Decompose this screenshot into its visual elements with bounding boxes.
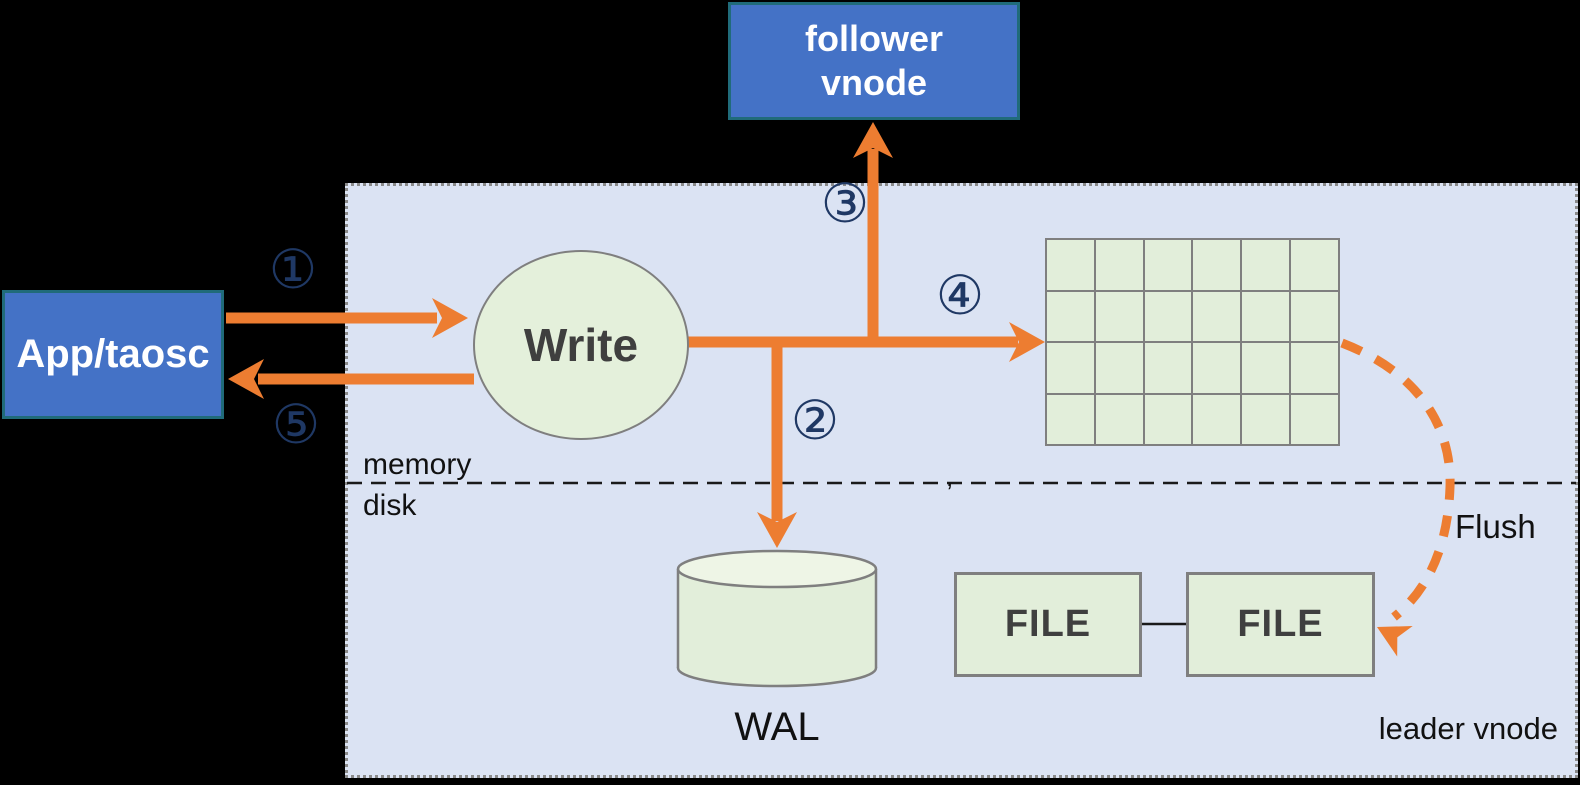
file-box-left: FILE — [954, 572, 1142, 677]
memtable-cell — [1193, 343, 1241, 393]
memtable-cell — [1291, 291, 1338, 341]
memtable-cell — [1047, 343, 1094, 393]
write-process-circle: Write — [473, 250, 689, 440]
memtable-cell — [1095, 240, 1143, 290]
memtable-cell — [1095, 343, 1143, 393]
memtable-cell — [1144, 291, 1192, 341]
follower-vnode-label-line1: follower — [804, 18, 943, 59]
memtable-cell — [1242, 394, 1290, 444]
memtable-cell — [1144, 394, 1192, 444]
memtable-cell — [1144, 343, 1192, 393]
leader-vnode-label: leader vnode — [1378, 711, 1558, 746]
memtable-cell — [1242, 291, 1290, 341]
memtable-cell — [1242, 343, 1290, 393]
memtable-cell — [1291, 343, 1338, 393]
memtable-cell — [1193, 240, 1241, 290]
file-box-right: FILE — [1186, 572, 1375, 677]
file-box-left-label: FILE — [1004, 603, 1092, 645]
follower-vnode-label-line2: vnode — [820, 62, 927, 103]
step-4-badge: ④ — [935, 264, 985, 327]
step-3-badge: ③ — [820, 172, 870, 235]
memtable-cell — [1291, 394, 1338, 444]
memtable-cell — [1193, 394, 1241, 444]
step-1-badge: ① — [268, 238, 318, 301]
flush-label: Flush — [1455, 508, 1536, 545]
memtable-cell — [1047, 240, 1094, 290]
app-taosc-label: App/taosc — [16, 332, 210, 376]
memtable-cell — [1047, 291, 1094, 341]
memtable-cell — [1193, 291, 1241, 341]
memtable-cell — [1144, 240, 1192, 290]
memtable-grid — [1045, 238, 1340, 446]
memtable-cell — [1291, 240, 1338, 290]
write-label: Write — [523, 319, 639, 371]
memtable-cell — [1047, 394, 1094, 444]
app-taosc-box: App/taosc — [2, 290, 224, 419]
memtable-cell — [1095, 394, 1143, 444]
step-5-badge: ⑤ — [271, 393, 321, 456]
wal-label: WAL — [734, 705, 820, 749]
step-2-badge: ② — [790, 389, 840, 452]
memtable-cell — [1095, 291, 1143, 341]
file-box-right-label: FILE — [1237, 603, 1324, 645]
memtable-cell — [1242, 240, 1290, 290]
stray-comma-mark: , — [946, 462, 954, 492]
follower-vnode-box: follower vnode — [728, 2, 1020, 120]
disk-label: disk — [363, 489, 417, 522]
memory-label: memory — [363, 448, 472, 481]
